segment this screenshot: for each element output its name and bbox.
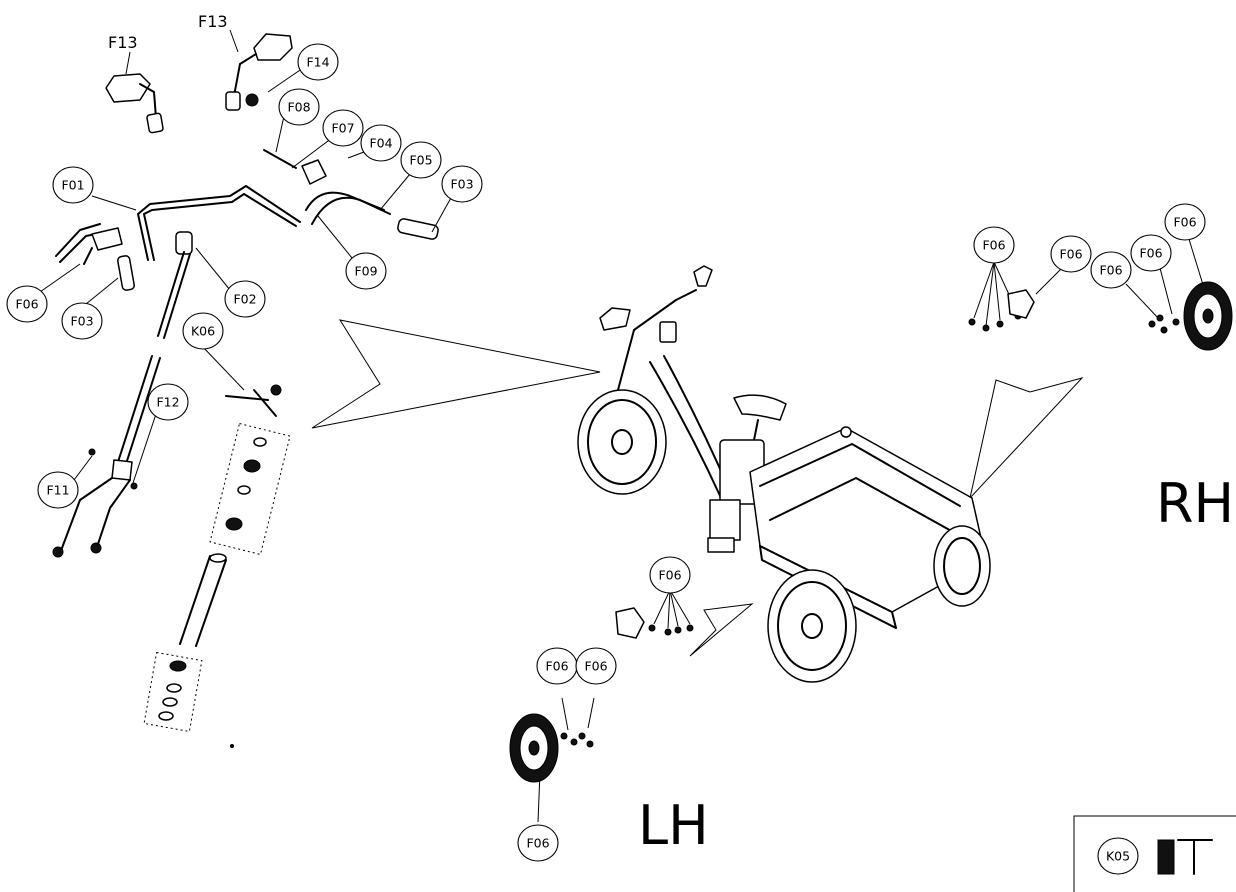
callout-f06-lh2: F06 (536, 647, 578, 685)
callout-f06-rh2: F06 (1050, 235, 1092, 273)
k05-tool-box: K05 (1073, 815, 1236, 892)
right-mirror (225, 29, 293, 111)
callout-f05: F05 (400, 141, 442, 179)
headset-parts (143, 384, 291, 748)
svg-text:F04: F04 (369, 136, 392, 151)
rh-brake-parts (968, 235, 1233, 351)
lh-brake-parts (509, 589, 694, 783)
callout-f06-left: F06 (6, 285, 48, 323)
callout-f04: F04 (360, 124, 402, 162)
svg-text:F08: F08 (287, 100, 310, 115)
svg-text:F01: F01 (61, 178, 84, 193)
handlebar (117, 149, 439, 291)
callout-f03-left: F03 (61, 302, 103, 340)
callout-f06-lh3: F06 (575, 647, 617, 685)
left-mirror (105, 51, 164, 134)
stem (157, 231, 193, 339)
callout-k06: K06 (182, 312, 224, 350)
callout-f06-lh4: F06 (517, 824, 559, 862)
svg-text:F03: F03 (70, 314, 93, 329)
callout-f02: F02 (224, 280, 266, 318)
leader-lines (39, 65, 595, 823)
svg-text:F06: F06 (526, 836, 549, 851)
svg-text:F06: F06 (1139, 246, 1162, 261)
callout-f06-rh3: F06 (1090, 251, 1132, 289)
left-brake-lever (55, 223, 123, 265)
svg-text:F11: F11 (46, 483, 69, 498)
pointer-arrow-rh (969, 377, 1084, 500)
callout-f06-lh1: F06 (649, 556, 691, 594)
callout-f06-rh1: F06 (973, 226, 1015, 264)
front-fork (52, 355, 161, 558)
callout-f08: F08 (278, 88, 320, 126)
callout-f09: F09 (345, 252, 387, 290)
callout-f12: F12 (147, 383, 189, 421)
svg-text:F06: F06 (584, 659, 607, 674)
svg-text:F06: F06 (1173, 215, 1196, 230)
svg-text:F09: F09 (354, 264, 377, 279)
svg-text:F06: F06 (1099, 263, 1122, 278)
svg-text:K05: K05 (1106, 849, 1130, 864)
svg-text:F06: F06 (545, 659, 568, 674)
callout-f01: F01 (52, 166, 94, 204)
pointer-arrow-lh (689, 603, 754, 657)
svg-text:F03: F03 (450, 177, 473, 192)
svg-text:F02: F02 (233, 292, 256, 307)
callout-f06-rh4: F06 (1130, 234, 1172, 272)
callout-f03-right: F03 (441, 165, 483, 203)
callout-f13-left: F13 (108, 33, 138, 52)
assembled-trike (577, 265, 991, 683)
side-label-rh: RH (1156, 472, 1234, 535)
side-label-lh: LH (638, 794, 709, 857)
pointer-arrow-left (311, 319, 601, 429)
callout-f07: F07 (322, 109, 364, 147)
svg-text:F06: F06 (1059, 247, 1082, 262)
callout-f06-rh5: F06 (1164, 203, 1206, 241)
svg-text:F05: F05 (409, 153, 432, 168)
callout-f11: F11 (37, 471, 79, 509)
svg-text:F07: F07 (331, 121, 354, 136)
svg-text:F06: F06 (15, 297, 38, 312)
svg-text:F14: F14 (306, 55, 329, 70)
callout-f14: F14 (297, 43, 339, 81)
callout-f13-right: F13 (198, 12, 228, 31)
svg-text:F06: F06 (982, 238, 1005, 253)
svg-text:F06: F06 (658, 568, 681, 583)
svg-text:F12: F12 (156, 395, 179, 410)
svg-text:K06: K06 (191, 324, 215, 339)
